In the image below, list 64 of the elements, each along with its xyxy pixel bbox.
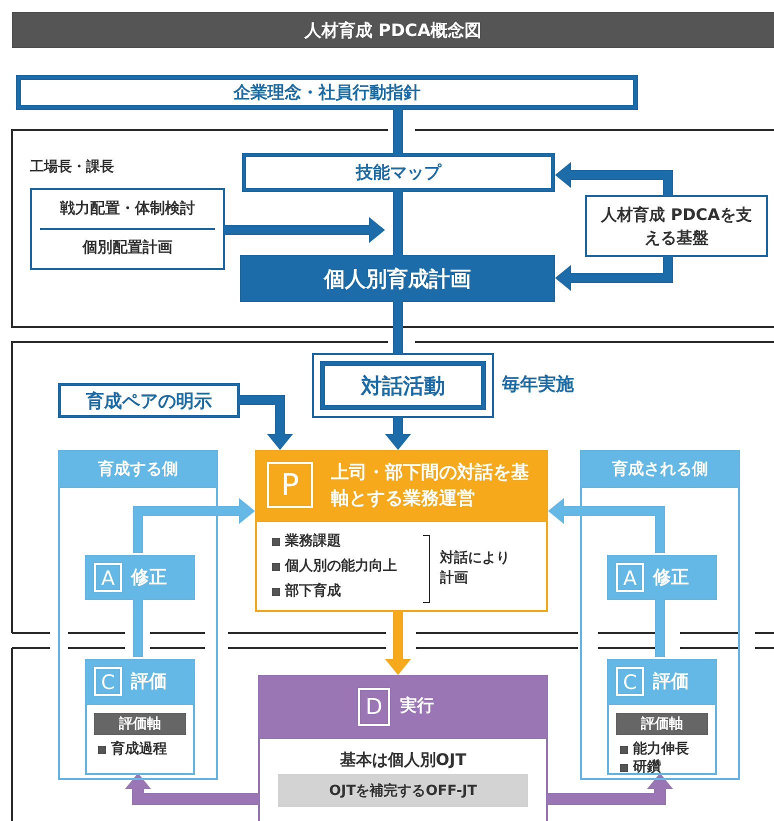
panel-header: 育成される側 <box>580 450 740 488</box>
side-panel <box>580 450 740 780</box>
arrow <box>555 257 673 291</box>
step-title: 評価 <box>653 670 689 693</box>
process-box <box>30 188 225 270</box>
arrow <box>555 162 673 195</box>
bullet-item: 能力伸長 <box>619 740 689 758</box>
panel-header: 育成する側 <box>58 450 218 488</box>
step-title: 実行 <box>400 695 434 717</box>
process-box <box>585 195 768 257</box>
bullet-item: 部下育成 <box>271 582 341 600</box>
plan-step-box <box>255 450 548 612</box>
arrow <box>548 498 665 553</box>
connector-line <box>393 302 403 353</box>
connector-line <box>393 192 403 255</box>
letter-badge: A <box>94 563 122 592</box>
box-title: 個人別育成計画 <box>324 266 471 292</box>
process-box <box>242 153 555 192</box>
bullet-item: 個人別の能力向上 <box>271 557 397 575</box>
box-title: 育成ペアの明示 <box>86 390 212 412</box>
action-box <box>85 555 195 600</box>
connector-line <box>393 110 403 153</box>
bullet-item: 研鑽 <box>619 758 661 776</box>
bracket-note: 対話により計画 <box>440 548 511 588</box>
letter-badge: A <box>616 563 644 592</box>
activity-label: 対話活動 <box>320 361 486 410</box>
box-title: 企業理念・社員行動指針 <box>234 82 420 104</box>
letter-badge: C <box>616 667 644 696</box>
frequency-note: 毎年実施 <box>502 373 574 396</box>
letter-badge: D <box>358 688 390 726</box>
box-text: 基本は個人別OJT <box>338 750 468 771</box>
check-box <box>607 659 717 775</box>
action-box <box>607 555 717 600</box>
section-label: 工場長・課長 <box>30 158 114 176</box>
arrow <box>225 217 385 243</box>
bullet-item: 育成過程 <box>97 740 167 758</box>
side-panel <box>58 450 218 780</box>
process-box <box>58 383 240 418</box>
step-title: 修正 <box>653 566 689 589</box>
box-text: 人材育成 PDCAを支える基盤 <box>600 204 753 249</box>
do-step-box <box>258 675 548 821</box>
box-text: 個別配置計画 <box>81 238 174 257</box>
title-banner: 人材育成 PDCA概念図 <box>12 12 774 48</box>
support-bar: OJTを補完するOFF-JT <box>278 774 528 807</box>
box-title: 技能マップ <box>356 162 441 184</box>
arrow <box>385 418 411 450</box>
step-title: 修正 <box>131 566 167 589</box>
arrow <box>548 773 673 805</box>
box-text: 戦力配置・体制検討 <box>58 199 196 218</box>
letter-badge: P <box>267 462 313 508</box>
connector-line <box>133 598 143 657</box>
plan-box <box>240 255 555 302</box>
arrow <box>133 498 255 553</box>
step-title: 上司・部下間の対話を基軸とする業務運営 <box>331 461 530 511</box>
bullet-item: 業務課題 <box>271 532 341 550</box>
arrow <box>385 612 411 675</box>
step-title: 評価 <box>131 670 167 693</box>
check-box <box>85 659 195 775</box>
criteria-header: 評価軸 <box>94 713 186 735</box>
letter-badge: C <box>94 667 122 696</box>
principle-box <box>16 75 638 110</box>
connector-line <box>655 598 665 657</box>
arrow <box>125 773 258 805</box>
criteria-header: 評価軸 <box>616 713 708 735</box>
